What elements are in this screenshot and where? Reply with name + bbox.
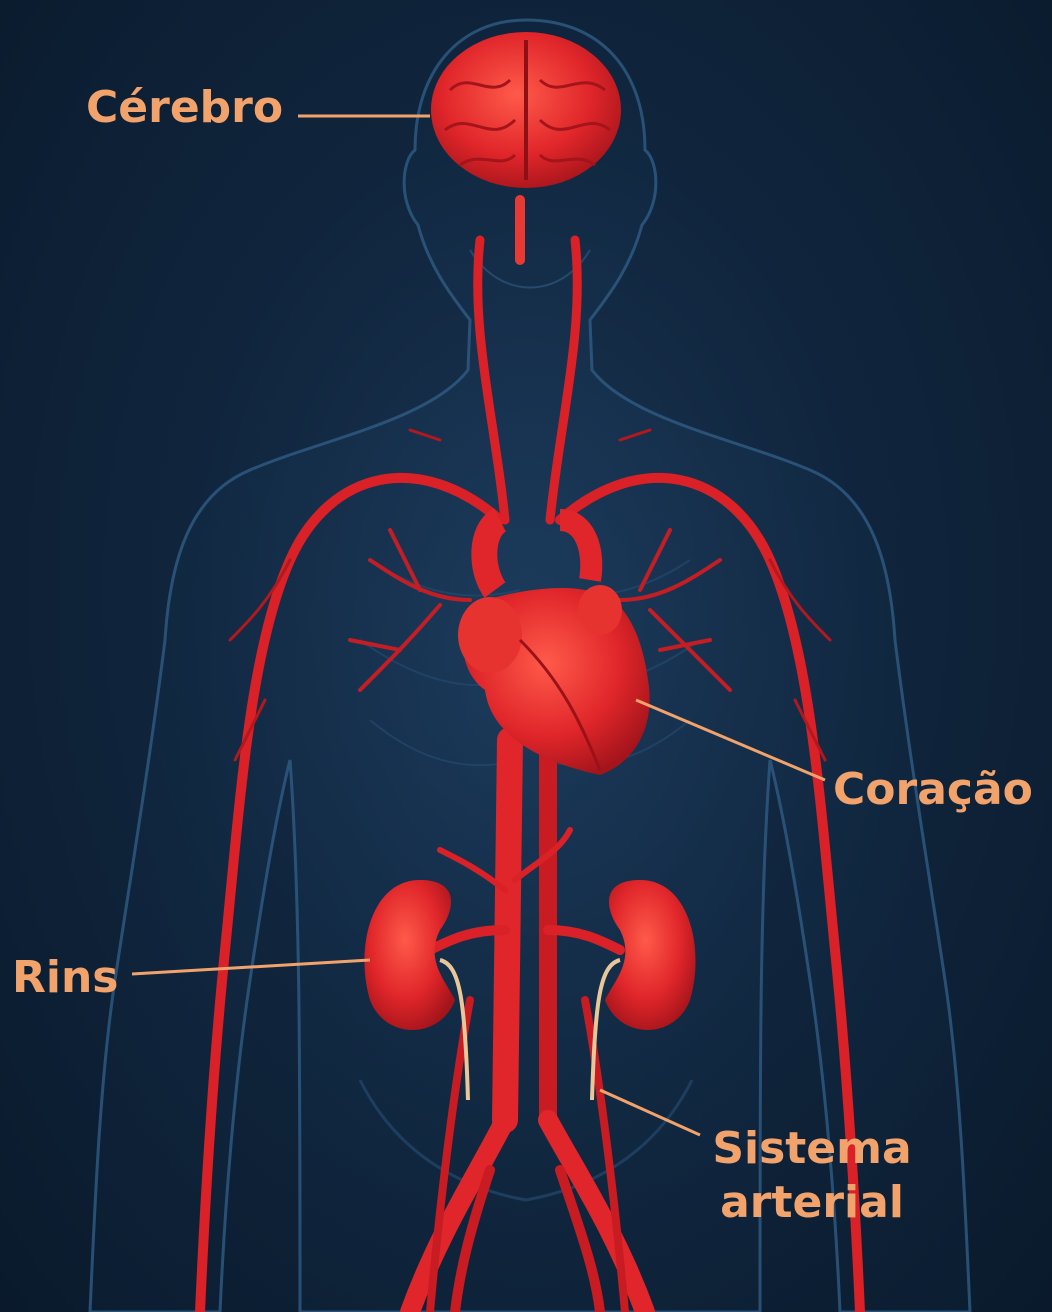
label-rins: Rins: [12, 954, 118, 1002]
label-sistema-arterial-line1: Sistema: [712, 1122, 912, 1176]
label-coracao: Coração: [833, 766, 1033, 814]
label-sistema-arterial: Sistema arterial: [712, 1122, 912, 1229]
label-cerebro: Cérebro: [86, 84, 283, 132]
brain-organ: [431, 32, 621, 188]
label-sistema-arterial-line2: arterial: [712, 1176, 912, 1230]
